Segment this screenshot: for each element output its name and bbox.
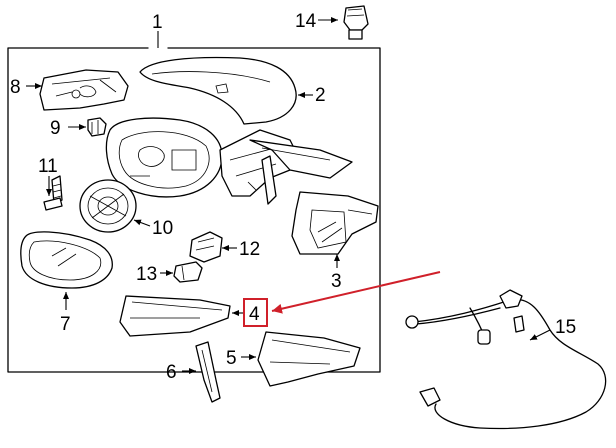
callout-9: 9	[50, 118, 61, 139]
part-10-motor	[79, 179, 137, 233]
callout-10: 10	[152, 218, 173, 239]
callout-7: 7	[60, 314, 71, 335]
callout-4: 4	[249, 304, 260, 325]
callout-2: 2	[315, 85, 326, 106]
leader-10	[133, 219, 151, 227]
callout-6: 6	[166, 362, 177, 383]
part-6-trim	[195, 341, 221, 403]
part-14-connector	[343, 5, 369, 40]
part-5-lower-shell	[257, 331, 361, 387]
highlight-box-4	[243, 298, 268, 327]
part-7-mirror-glass	[20, 231, 113, 289]
callout-3: 3	[331, 271, 342, 292]
callout-1: 1	[152, 12, 163, 33]
highlight-pointer	[271, 271, 441, 314]
callout-15: 15	[555, 317, 576, 338]
part-2-mirror-cover	[139, 56, 297, 125]
part-9-bulb	[87, 117, 107, 137]
part-8-bracket	[39, 69, 129, 111]
callout-11: 11	[38, 156, 58, 177]
part-15-wiring-harness	[405, 289, 607, 430]
callout-14: 14	[295, 11, 317, 32]
part-11-screw	[43, 175, 63, 211]
leader-15	[529, 329, 551, 341]
callout-5: 5	[226, 348, 237, 369]
part-13-lamp	[173, 261, 203, 283]
callout-8: 8	[10, 77, 21, 98]
callout-12: 12	[239, 239, 260, 260]
part-12-module	[189, 231, 223, 263]
part-4-lower-cover	[119, 295, 231, 337]
part-3-signal-housing	[291, 191, 379, 255]
callout-13: 13	[136, 264, 157, 285]
mirror-housing	[105, 117, 353, 205]
